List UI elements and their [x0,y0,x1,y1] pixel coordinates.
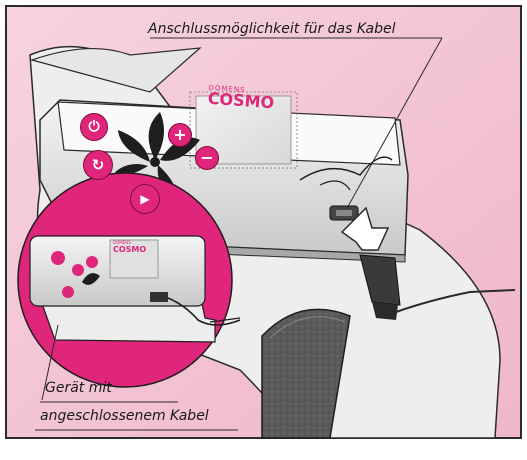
minus-icon: − [200,148,213,167]
cycle-button[interactable]: ↻ [83,150,113,180]
power-button[interactable]: ⏻ [80,113,108,141]
device-brand: DOMENS COSMO [207,84,275,111]
brand-large-text: COSMO [207,92,274,111]
connector-callout: Anschlussmöglichkeit für das Kabel [148,20,396,38]
play-icon: ▶ [140,192,149,206]
plus-button[interactable]: + [168,123,192,147]
minus-button[interactable]: − [195,146,219,170]
cycle-icon: ↻ [92,156,105,174]
plus-icon: + [173,125,186,144]
connected-callout-line1: Gerät mit [45,379,112,397]
connected-callout-line2: angeschlossenem Kabel [40,407,209,425]
power-icon: ⏻ [88,119,99,135]
inset-brand-large-text: COSMO [113,245,146,254]
play-button[interactable]: ▶ [130,184,160,214]
inset-brand: DOMENS COSMO [113,240,146,254]
